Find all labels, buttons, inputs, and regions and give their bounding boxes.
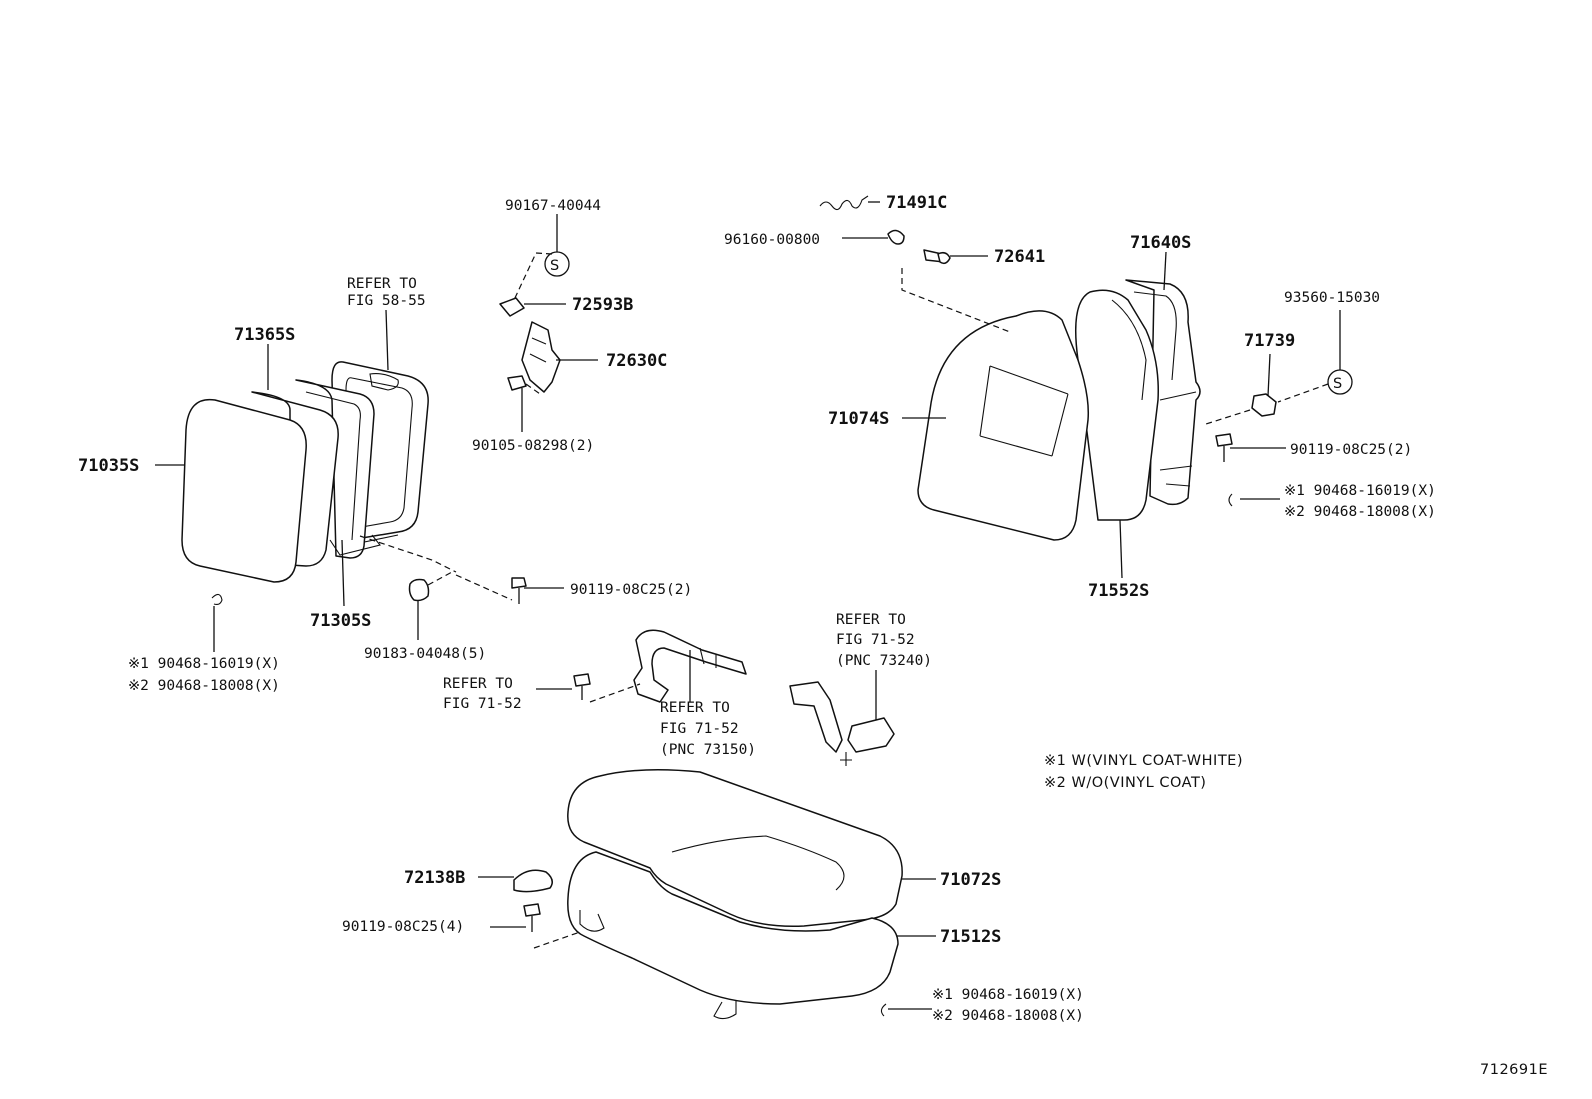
label-refer-73150-line2: FIG 71-52 [660,721,739,737]
stopper-71739 [1251,393,1277,417]
seat-cushion-cover [567,769,903,927]
label-72138b: 72138B [404,868,465,888]
clip-96160 [887,229,905,245]
s-mark: S [550,258,560,274]
label-refer-fig58-line1: REFER TO [347,276,417,292]
label-bottom-note1: ※1 90468-16019(X) [932,987,1084,1003]
left-seatback-cover [181,398,307,583]
bolt-refer [573,673,641,703]
legend-note2: ※2 W/O(VINYL COAT) [1044,775,1206,791]
label-left-note1: ※1 90468-16019(X) [128,656,280,672]
label-71739: 71739 [1244,331,1295,351]
right-bolt [1215,433,1233,462]
right-clip [1228,493,1233,507]
right-seatback-frame [1125,279,1201,506]
label-right-note1: ※1 90468-16019(X) [1284,483,1436,499]
label-90105-08298: 90105-08298(2) [472,438,594,454]
label-71365s: 71365S [234,325,295,345]
bolt-90105 [507,375,541,395]
label-93560-15030: 93560-15030 [1284,290,1380,306]
bolt-cushion [523,903,581,949]
label-71512s: 71512S [940,927,1001,947]
s-mark-right: S [1333,376,1343,392]
seat-belt-73240 [789,681,895,766]
label-96160-00800: 96160-00800 [724,232,820,248]
cap-72138b [513,869,553,893]
label-refer-73240-line1: REFER TO [836,612,906,628]
label-left-note2: ※2 90468-18008(X) [128,678,280,694]
label-refer-73240-line3: (PNC 73240) [836,653,932,669]
seat-cushion-pad [567,851,899,1020]
label-right-note2: ※2 90468-18008(X) [1284,504,1436,520]
seat-belt-73150 [633,629,747,703]
label-refer-73150-line3: (PNC 73150) [660,742,756,758]
label-refer-bolt-line2: FIG 71-52 [443,696,522,712]
label-90119-08c25-right: 90119-08C25(2) [1290,442,1412,458]
spring-71491c [819,195,869,211]
label-71074s: 71074S [828,409,889,429]
label-90119-08c25-left: 90119-08C25(2) [570,582,692,598]
label-refer-73150-line1: REFER TO [660,700,730,716]
label-90119-08c25-cushion: 90119-08C25(4) [342,919,464,935]
label-72641: 72641 [994,247,1045,267]
left-nut [408,578,430,602]
cover-72593b [499,297,525,317]
label-71305s: 71305S [310,611,371,631]
drawing-id: 712691E [1480,1062,1548,1078]
screw-90167: S [544,251,570,277]
label-bottom-note2: ※2 90468-18008(X) [932,1008,1084,1024]
label-71072s: 71072S [940,870,1001,890]
label-refer-bolt-line1: REFER TO [443,676,513,692]
right-seatback-cover [917,310,1090,541]
label-refer-fig58-line2: FIG 58-55 [347,293,426,309]
label-refer-73240-line2: FIG 71-52 [836,632,915,648]
label-90183-04048: 90183-04048(5) [364,646,486,662]
left-bolt [511,577,527,604]
cushion-clip [880,1003,887,1017]
label-71035s: 71035S [78,456,139,476]
right-seatback-pad [1075,289,1159,521]
label-72630c: 72630C [606,351,667,371]
pin-72641 [923,249,951,265]
label-71640s: 71640S [1130,233,1191,253]
legend-note1: ※1 W(VINYL COAT-WHITE) [1044,753,1243,769]
label-72593b: 72593B [572,295,633,315]
hinge-72630c [521,321,561,393]
label-90167-40044: 90167-40044 [505,198,601,214]
label-71491c: 71491C [886,193,947,213]
label-71552s: 71552S [1088,581,1149,601]
left-clip [211,593,223,606]
